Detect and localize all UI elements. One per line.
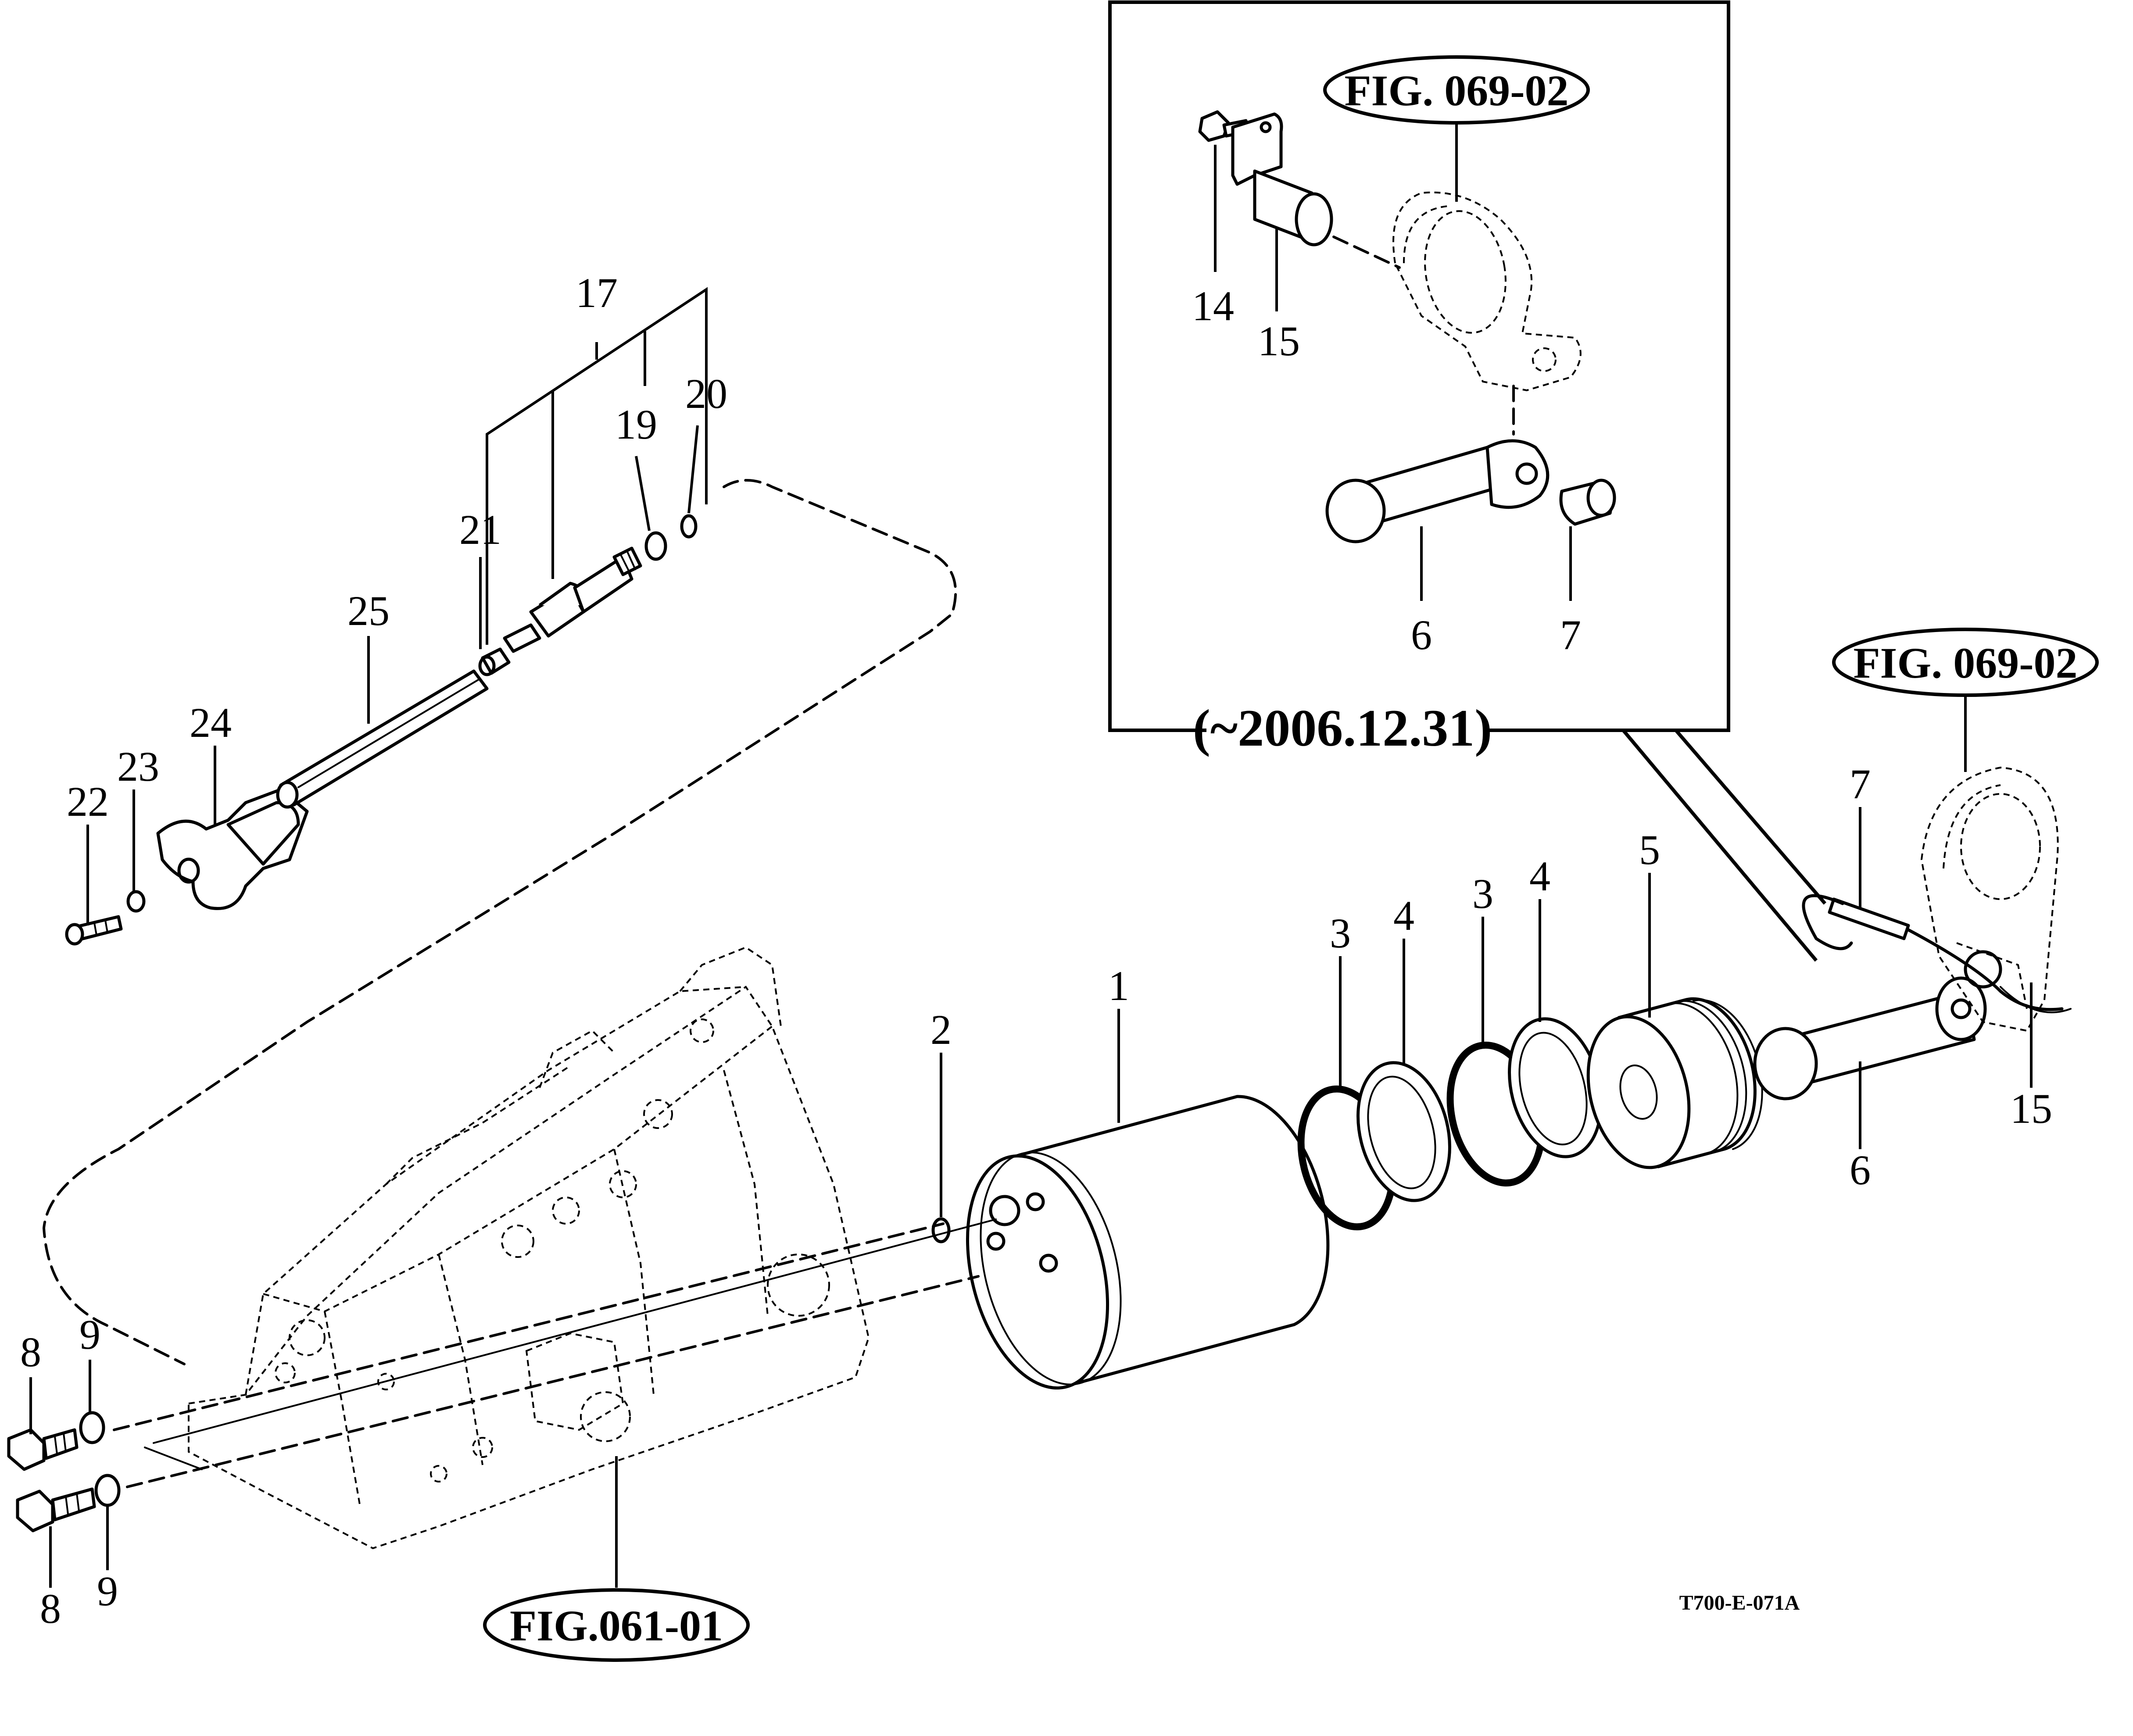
inset-rod-6	[1325, 439, 1550, 543]
washer-23	[126, 890, 146, 913]
fig-ref-inset-label: FIG. 069-02	[1344, 66, 1568, 115]
fig-ref-right-label: FIG. 069-02	[1853, 639, 2077, 687]
callout-2: 2	[931, 1006, 952, 1053]
inset-date-label: (~2006.12.31)	[1193, 699, 1492, 757]
arm-phantom-right	[1920, 766, 2059, 1032]
callout-17: 17	[576, 269, 618, 316]
pin-7-right	[1828, 897, 1910, 940]
callout-21: 21	[459, 506, 501, 553]
inset-box	[1108, 0, 1827, 962]
fig-ref-housing-label: FIG.061-01	[510, 1601, 723, 1650]
o-ring-19	[644, 531, 667, 561]
inset-pin-15	[1231, 112, 1333, 246]
pin-15-right	[1964, 950, 2002, 989]
callout-4a: 4	[1393, 892, 1414, 939]
inset-callout-14: 14	[1192, 282, 1234, 329]
piston-rod-6	[1753, 976, 1987, 1100]
cylinder-body	[966, 1095, 1330, 1390]
tube-25	[276, 669, 489, 809]
callout-8a: 8	[20, 1329, 41, 1375]
transmission-housing-phantom	[188, 946, 870, 1550]
collar-21	[478, 647, 511, 676]
callout-7: 7	[1850, 761, 1871, 807]
inset-arm-phantom	[1392, 191, 1582, 392]
callout-25: 25	[347, 587, 390, 634]
leader-19	[635, 456, 651, 531]
spool-17	[503, 547, 642, 653]
washer-9-lower	[94, 1474, 121, 1507]
callout-22: 22	[67, 778, 109, 825]
backup-ring-20	[680, 514, 698, 539]
assembly-boundary	[42, 479, 957, 1365]
inset-guide-line	[1332, 236, 1401, 269]
leader-20	[687, 425, 699, 514]
inset-callout-6: 6	[1411, 611, 1432, 658]
bolt-guide-lines	[113, 1218, 997, 1488]
callout-23: 23	[117, 743, 159, 790]
washer-9-upper	[79, 1411, 105, 1444]
callout-9b: 9	[97, 1568, 118, 1615]
knob-24	[156, 788, 309, 910]
bolt-8-lower	[16, 1487, 96, 1532]
inset-pin-7	[1559, 479, 1616, 526]
callout-3b: 3	[1472, 870, 1493, 917]
callout-5: 5	[1639, 826, 1660, 873]
inset-callout-15: 15	[1258, 318, 1300, 364]
callout-6: 6	[1850, 1147, 1871, 1193]
callout-4b: 4	[1529, 853, 1550, 900]
screw-22	[65, 915, 123, 946]
callout-bracket-17	[486, 287, 708, 645]
callout-8b: 8	[40, 1585, 61, 1632]
inset-callout-7: 7	[1560, 611, 1581, 658]
piston-5	[1586, 997, 1763, 1169]
fig-ref-right[interactable]: FIG. 069-02	[1832, 628, 2099, 697]
drawing-code: T700-E-071A	[1679, 1591, 1800, 1615]
callout-1: 1	[1108, 962, 1129, 1009]
callout-9a: 9	[79, 1311, 100, 1358]
o-ring-2	[931, 1217, 951, 1243]
fig-ref-housing[interactable]: FIG.061-01	[483, 1588, 750, 1662]
callout-19: 19	[615, 401, 657, 448]
retaining-wire-end	[1907, 928, 2064, 1011]
callout-20: 20	[685, 370, 727, 417]
fig-ref-inset[interactable]: FIG. 069-02	[1323, 55, 1590, 125]
callout-15: 15	[2010, 1085, 2052, 1132]
callout-3a: 3	[1330, 910, 1351, 957]
bolt-8-upper	[7, 1428, 79, 1471]
callout-24: 24	[190, 699, 232, 746]
